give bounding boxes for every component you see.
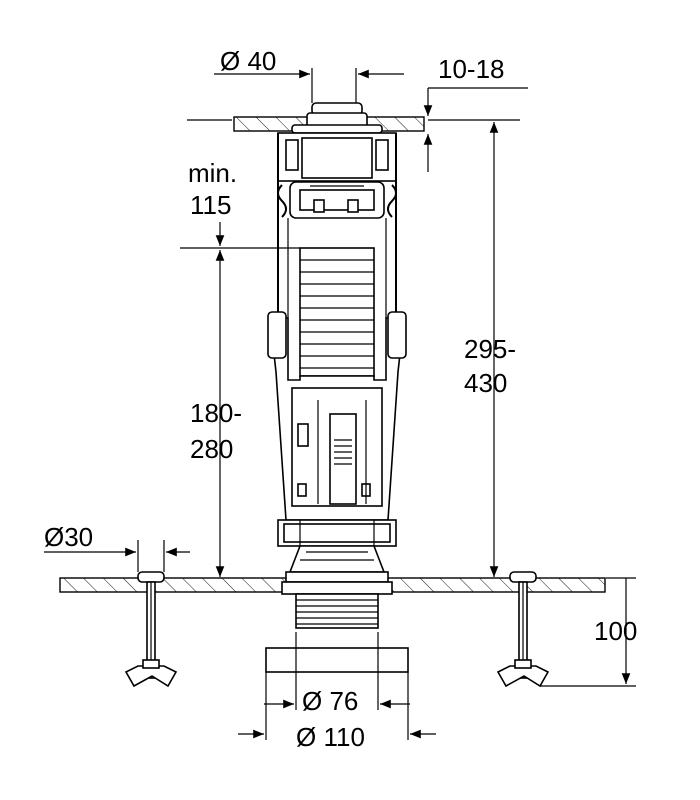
label-min-value: 115 <box>190 190 231 220</box>
label-height-valve-b: 280 <box>190 434 233 464</box>
valve-lower-housing <box>267 311 407 547</box>
label-dia-76: Ø 76 <box>302 686 358 716</box>
mounting-bolt-left <box>124 571 178 688</box>
label-height-total-b: 430 <box>464 368 507 398</box>
valve-upper-body <box>277 132 397 219</box>
label-height-valve-a: 180- <box>190 398 242 428</box>
label-height-total-a: 295- <box>464 334 516 364</box>
label-dia-30: Ø30 <box>44 522 93 552</box>
label-min: min. <box>188 158 237 188</box>
dimension-outlet <box>238 632 436 740</box>
dimension-plate-thickness <box>423 87 528 172</box>
outlet-ring <box>265 647 409 673</box>
telescopic-tubes <box>277 133 397 377</box>
dimension-min-115 <box>180 222 300 249</box>
dimension-dia-40 <box>214 68 404 103</box>
dimension-100 <box>540 577 636 687</box>
valve-base <box>281 545 393 629</box>
mounting-bolt-right <box>496 571 550 688</box>
label-floor-depth: 100 <box>594 616 637 646</box>
label-dia-40: Ø 40 <box>220 46 276 76</box>
label-dia-110: Ø 110 <box>296 722 365 752</box>
label-range-top: 10-18 <box>438 54 505 84</box>
dimension-dia-30 <box>44 540 190 572</box>
